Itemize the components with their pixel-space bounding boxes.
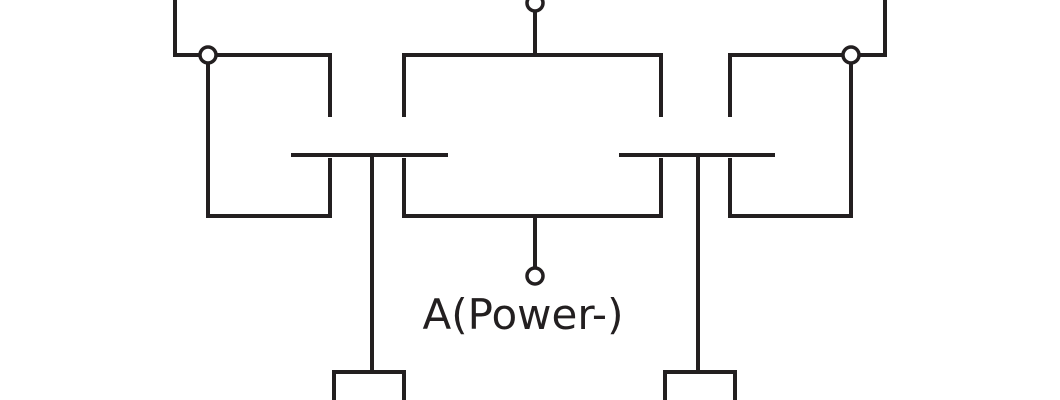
right-outer-loop-wire: [728, 53, 853, 218]
right-junction-terminal: [841, 45, 861, 65]
top-left-riser-wire: [173, 0, 210, 57]
left-upper-branch-wire: [206, 53, 332, 117]
left-switch-section: [206, 53, 448, 400]
left-coil-box: [332, 370, 406, 400]
center-switch-section: [402, 53, 663, 270]
terminals: [198, 0, 861, 286]
terminal-a: [525, 266, 545, 286]
top-right-riser-wire: [849, 0, 887, 57]
left-outer-loop-wire: [206, 53, 332, 218]
right-coil-box: [663, 370, 737, 400]
terminal-a-label: A(Power-): [423, 290, 624, 339]
center-upper-branch-wire: [402, 53, 663, 117]
left-junction-terminal: [198, 45, 218, 65]
right-switch-section: [619, 53, 853, 400]
right-upper-branch-wire: [728, 53, 853, 117]
center-lower-branch-wire: [402, 158, 663, 218]
top-center-terminal: [525, 0, 545, 13]
